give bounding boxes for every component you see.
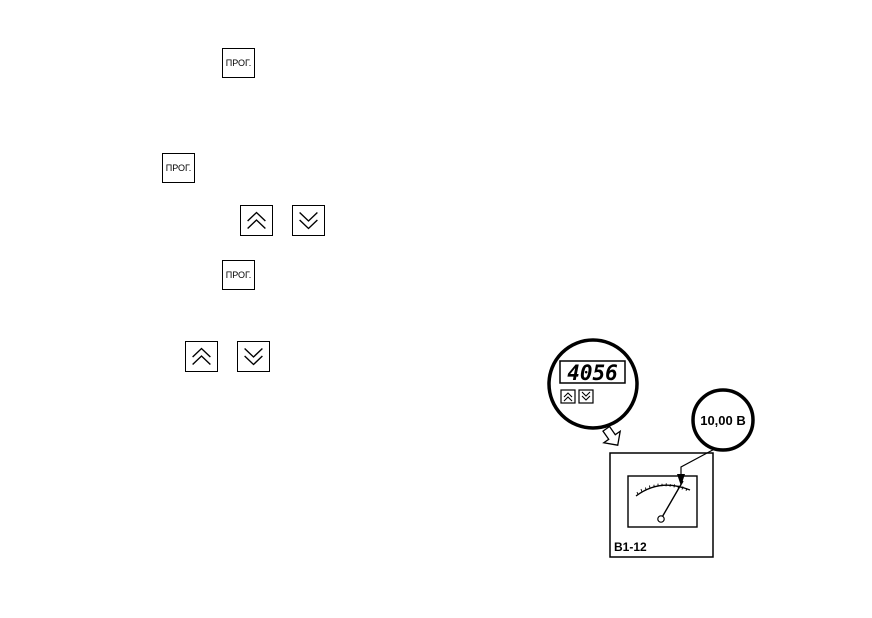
reading-callout: 10,00 В <box>677 388 755 486</box>
double-chevron-up-icon <box>247 211 266 229</box>
down-button[interactable] <box>237 341 270 372</box>
double-chevron-down-icon <box>244 348 263 366</box>
prog-label: ПРОГ. <box>225 270 252 280</box>
prog-label: ПРОГ. <box>225 58 252 68</box>
leader-line <box>680 444 723 477</box>
double-chevron-up-icon <box>192 347 211 365</box>
double-chevron-down-icon <box>299 212 318 230</box>
lcd-display <box>559 360 626 384</box>
hollow-arrow-icon <box>602 425 622 446</box>
prog-button[interactable]: ПРОГ. <box>222 260 255 290</box>
prog-button[interactable]: ПРОГ. <box>222 48 255 78</box>
double-chevron-up-icon <box>563 392 573 398</box>
double-chevron-down-icon <box>581 391 591 397</box>
display-value: 4056 <box>567 361 618 385</box>
leader-arrowhead <box>677 474 685 486</box>
device-zoom: 4056 <box>547 338 639 430</box>
voltage-reading: 10,00 В <box>700 413 746 428</box>
prog-label: ПРОГ. <box>165 163 192 173</box>
up-button[interactable] <box>185 341 218 372</box>
up-button[interactable] <box>240 205 273 236</box>
voltmeter: В1-12 <box>609 452 714 558</box>
scale-ticks <box>636 483 688 495</box>
meter-scale <box>635 484 691 497</box>
needle-pivot <box>657 515 665 523</box>
prog-button[interactable]: ПРОГ. <box>162 153 195 183</box>
meter-needle <box>660 480 684 520</box>
voltmeter-model: В1-12 <box>614 540 647 554</box>
down-button[interactable] <box>292 205 325 236</box>
